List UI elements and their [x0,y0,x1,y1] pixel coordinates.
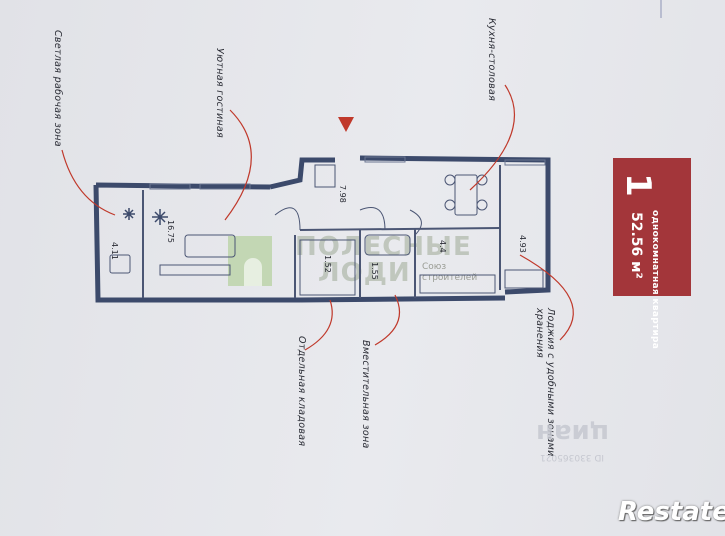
cian-watermark: циан [536,418,609,448]
caption-kitchen: Кухня-столовая [486,18,497,102]
callout-living [224,109,252,221]
window-4 [504,159,546,166]
badge-apartment-area: 52.56 м² [628,212,644,279]
plants [123,208,168,225]
developer-sub-line2: строителей [422,273,478,283]
loggia-shelf [504,269,544,289]
callout-loggia [519,254,574,341]
wall-hall [299,227,501,231]
restate-logo: Restate [618,497,725,527]
chair-4 [476,199,488,211]
wall-entry-left [269,157,335,190]
kitchen-counter [419,274,496,294]
callout-lines [61,84,574,351]
plant-2 [152,209,168,225]
door-arc-3 [409,209,422,236]
interior-walls [142,165,501,298]
room-area-7: 1.55 [370,262,379,280]
plant-1 [123,208,135,220]
chair-3 [476,174,488,186]
developer-watermark-line2: ЛОДИ [318,258,411,288]
paper-edge-line [660,0,662,18]
badge-rooms-number: 1 [618,173,658,197]
windows [149,156,546,190]
exterior-walls [93,155,551,303]
room-area-5: 4.4 [438,240,447,253]
fridge [314,164,336,188]
window-2 [199,183,251,190]
badge-apartment-type: однокомнатная квартира [650,210,660,350]
callout-closet [374,294,401,346]
caption-loggia: Лоджия с удобными зонами хранения [534,308,556,457]
dining-table [454,174,478,216]
callout-kitchen [469,84,516,191]
armchair [109,254,131,274]
room-area-1: 4.11 [110,242,119,260]
room-area-4: 4.93 [518,235,527,253]
caption-storage: Отдельная кладовая [296,336,307,447]
caption-living: Уютная гостиная [214,48,225,139]
wall-left-block [93,182,300,303]
door-arc-1 [274,207,301,231]
caption-work-zone: Светлая рабочая зона [52,30,63,147]
door-arc-2 [359,207,386,231]
callout-work-zone [61,149,116,216]
window-1 [149,183,191,190]
apartment-type-badge [613,158,691,296]
developer-watermark-sub: Союз строителей [422,262,477,284]
developer-watermark-line1: ПОЛЕСНЫЕ [295,232,472,262]
callout-storage [304,299,333,351]
developer-logo-mark-inner [244,258,262,286]
developer-sub-line1: Союз [422,262,447,272]
chair-2 [444,199,456,211]
room-area-2: 16.75 [166,220,175,243]
cian-id-watermark: ID 330365021 [540,452,604,462]
chair-1 [444,174,456,186]
room-area-6: 1.52 [323,255,332,273]
door-swings [274,207,422,236]
sofa [184,234,236,258]
caption-closet: Вместительная зона [360,340,371,449]
bathtub [364,234,411,256]
tv-stand [159,264,231,276]
wardrobe [299,239,356,296]
room-area-3: 7.98 [338,185,347,203]
entrance-arrow [338,117,354,132]
wall-entry-right [359,155,551,295]
furniture [109,164,544,296]
window-3 [364,156,406,163]
wall-bottom [299,295,506,303]
